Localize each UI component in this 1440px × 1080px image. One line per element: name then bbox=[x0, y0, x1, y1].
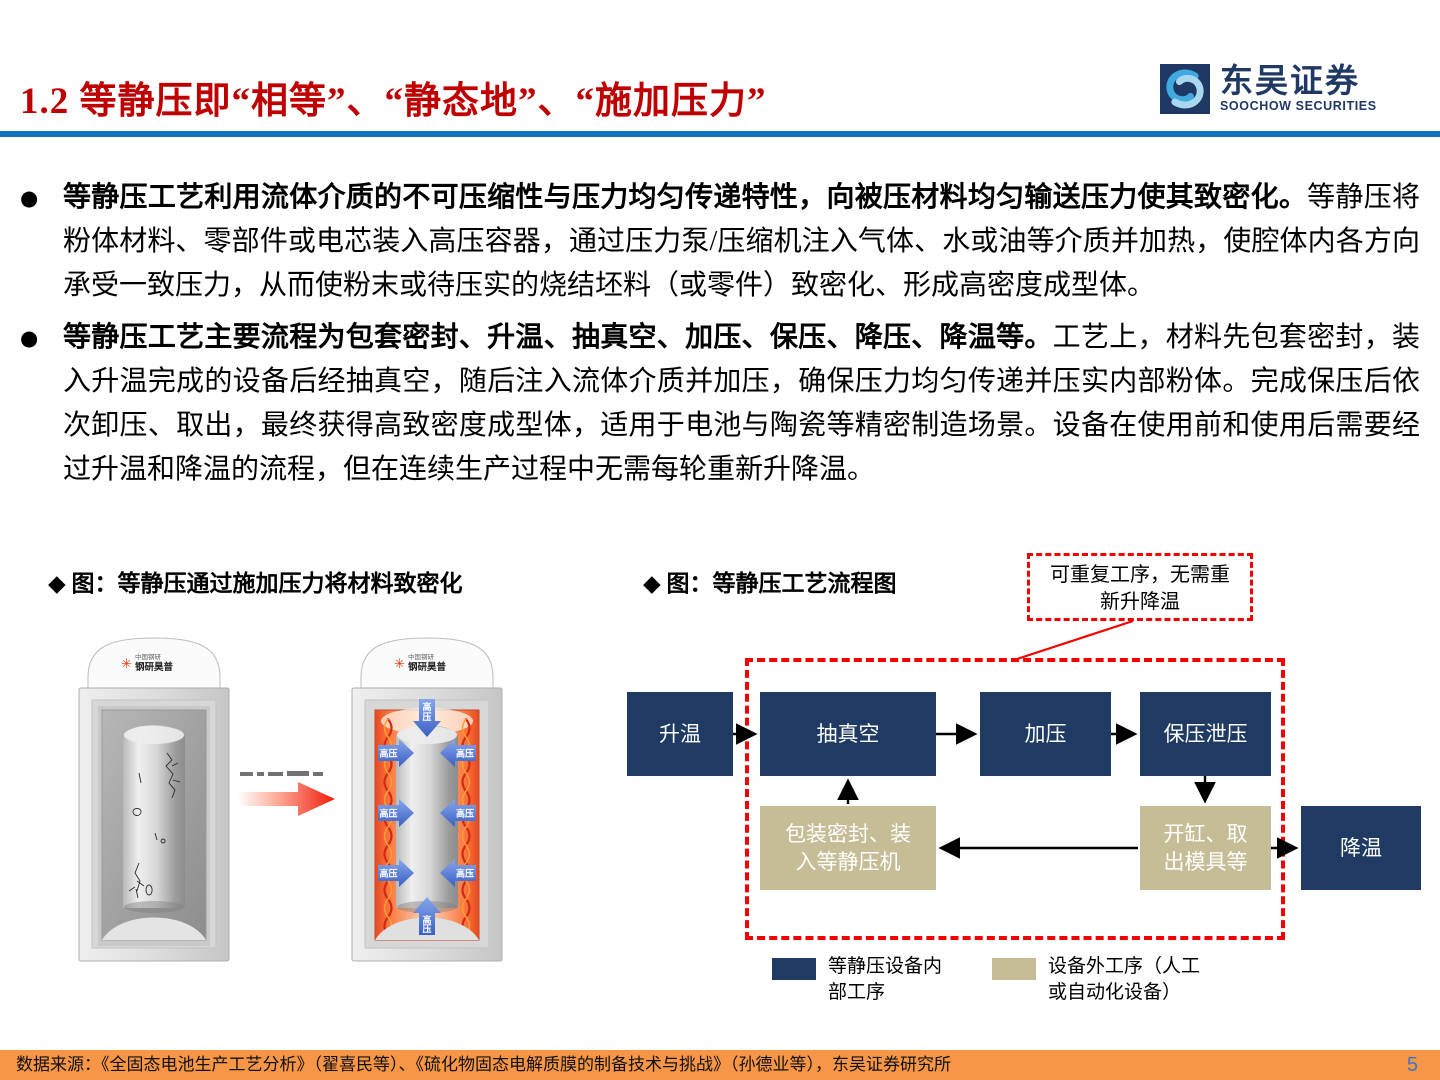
chamber-dome bbox=[360, 637, 494, 690]
header-divider bbox=[0, 131, 1440, 137]
flow-node-open-remove: 开缸、取出模具等 bbox=[1140, 806, 1271, 890]
machine-brand-small: 中国钢研 bbox=[135, 652, 162, 661]
pressure-arrow-left-icon: 高压 bbox=[440, 739, 476, 767]
page-number: 5 bbox=[1406, 1054, 1418, 1076]
bullet-lead: 等静压工艺利用流体介质的不可压缩性与压力均匀传递特性，向被压材料均匀输送压力使其… bbox=[63, 182, 1308, 213]
soochow-logo-icon bbox=[1160, 64, 1210, 114]
flow-node-pack-seal: 包装密封、装入等静压机 bbox=[760, 806, 936, 890]
pressure-arrow-right-icon: 高压 bbox=[378, 739, 414, 767]
flow-node-label: 降温 bbox=[1340, 836, 1382, 860]
svg-text:高压: 高压 bbox=[380, 748, 398, 759]
pressure-arrow-up-icon: 高 压 bbox=[413, 897, 441, 935]
machine-brand: ✳ 中国钢研 钢研昊普 bbox=[394, 652, 447, 673]
pressure-chamber-pressing: ✳ 中国钢研 钢研昊普 高 压 高 bbox=[351, 637, 503, 962]
repeatable-process-zone bbox=[745, 658, 1285, 940]
svg-text:压: 压 bbox=[422, 712, 431, 722]
legend-in-machine: 等静压设备内部工序 bbox=[772, 954, 960, 1006]
page-title: 1.2 等静压即“相等”、“静态地”、“施加压力” bbox=[20, 81, 767, 122]
red-arrow bbox=[238, 782, 335, 816]
machine-brand-large: 钢研昊普 bbox=[408, 661, 447, 673]
flow-node-cool-down: 降温 bbox=[1301, 806, 1421, 890]
legend-label: 等静压设备内部工序 bbox=[828, 956, 943, 1003]
bullet-icon: ● bbox=[20, 186, 39, 210]
bullet-icon: ● bbox=[20, 326, 39, 350]
soochow-logo: 东吴证券 SOOCHOW SECURITIES bbox=[1160, 64, 1377, 114]
svg-text:高: 高 bbox=[422, 701, 431, 712]
figure-caption-right: ◆ 图：等静压工艺流程图 bbox=[643, 571, 897, 596]
machine-brand-icon: ✳ bbox=[121, 656, 132, 671]
bullet-body: 等静压将粉体材料、零部件或电芯装入高压容器，通过压力泵/压缩机注入气体、水或油等… bbox=[63, 182, 1420, 301]
svg-text:高压: 高压 bbox=[380, 868, 398, 879]
legend-swatch-tan bbox=[992, 958, 1036, 980]
body-text: ● 等静压工艺利用流体介质的不可压缩性与压力均匀传递特性，向被压材料均匀输送压力… bbox=[20, 176, 1420, 500]
annotation-text: 可重复工序，无需重新升降温 bbox=[1050, 564, 1230, 613]
svg-text:高: 高 bbox=[422, 914, 431, 925]
logo-text: 东吴证券 SOOCHOW SECURITIES bbox=[1220, 62, 1377, 114]
bullet-lead: 等静压工艺主要流程为包套密封、升温、抽真空、加压、保压、降压、降温等。 bbox=[63, 322, 1053, 353]
paragraph-text: 等静压工艺利用流体介质的不可压缩性与压力均匀传递特性，向被压材料均匀输送压力使其… bbox=[63, 176, 1420, 308]
densify-arrow-icon bbox=[238, 771, 335, 816]
flow-node-label: 保压泄压 bbox=[1163, 722, 1248, 746]
bullet-paragraph-2: ● 等静压工艺主要流程为包套密封、升温、抽真空、加压、保压、降压、降温等。工艺上… bbox=[20, 316, 1420, 492]
machine-brand-large: 钢研昊普 bbox=[135, 661, 174, 673]
pressure-chamber-before: ✳ 中国钢研 钢研昊普 bbox=[78, 637, 230, 962]
logo-brand-en: SOOCHOW SECURITIES bbox=[1220, 99, 1377, 113]
bullet-paragraph-1: ● 等静压工艺利用流体介质的不可压缩性与压力均匀传递特性，向被压材料均匀输送压力… bbox=[20, 176, 1420, 308]
cracked-cylinder bbox=[123, 725, 185, 913]
cavity-floor bbox=[102, 917, 206, 940]
pressure-arrow-down-icon: 高 压 bbox=[413, 699, 441, 737]
flow-node-vacuum: 抽真空 bbox=[760, 692, 936, 776]
flow-node-label: 开缸、取出模具等 bbox=[1163, 822, 1248, 874]
pressure-arrow-right-icon: 高压 bbox=[378, 859, 414, 887]
flow-node-label: 升温 bbox=[659, 722, 701, 746]
machine-brand-icon: ✳ bbox=[394, 656, 405, 671]
legend-swatch-navy bbox=[772, 958, 816, 980]
logo-brand-cn: 东吴证券 bbox=[1220, 62, 1360, 99]
pressure-arrow-left-icon: 高压 bbox=[440, 799, 476, 827]
dense-cylinder bbox=[396, 725, 458, 913]
flow-node-label: 包装密封、装入等静压机 bbox=[785, 822, 911, 874]
chamber-dome bbox=[87, 637, 221, 690]
footer-bar: 数据来源：《全固态电池生产工艺分析》（翟喜民等）、《硫化物固态电解质膜的制备技术… bbox=[0, 1050, 1440, 1080]
svg-text:高压: 高压 bbox=[380, 808, 398, 819]
flow-node-label: 加压 bbox=[1024, 722, 1067, 746]
legend-label: 设备外工序（人工或自动化设备） bbox=[1048, 956, 1201, 1003]
svg-text:高压: 高压 bbox=[456, 868, 474, 879]
machine-brand: ✳ 中国钢研 钢研昊普 bbox=[121, 652, 174, 673]
svg-text:压: 压 bbox=[422, 924, 431, 934]
flow-node-hold-release: 保压泄压 bbox=[1140, 692, 1271, 776]
pressure-arrow-left-icon: 高压 bbox=[440, 859, 476, 887]
crack-marks bbox=[128, 752, 181, 899]
figure-caption-left: ◆ 图：等静压通过施加压力将材料致密化 bbox=[48, 571, 463, 596]
flow-node-pressurize: 加压 bbox=[980, 692, 1111, 776]
annotation-box: 可重复工序，无需重新升降温 bbox=[1027, 553, 1253, 621]
machine-brand-small: 中国钢研 bbox=[408, 652, 435, 661]
svg-text:高压: 高压 bbox=[456, 808, 474, 819]
pressure-arrow-right-icon: 高压 bbox=[378, 799, 414, 827]
bullet-body: 工艺上，材料先包套密封，装入升温完成的设备后经抽真空，随后注入流体介质并加压，确… bbox=[63, 322, 1420, 485]
legend-outside-machine: 设备外工序（人工或自动化设备） bbox=[992, 954, 1208, 1006]
pressure-arrows: 高 压 高 压 高压 高压 高压 高压 bbox=[378, 699, 476, 935]
flow-node-heat-up: 升温 bbox=[627, 692, 733, 776]
paragraph-text: 等静压工艺主要流程为包套密封、升温、抽真空、加压、保压、降压、降温等。工艺上，材… bbox=[63, 316, 1420, 492]
svg-text:高压: 高压 bbox=[456, 748, 474, 759]
flow-node-label: 抽真空 bbox=[816, 722, 880, 746]
blurred-dashes bbox=[240, 771, 323, 776]
data-source: 数据来源：《全固态电池生产工艺分析》（翟喜民等）、《硫化物固态电解质膜的制备技术… bbox=[16, 1055, 951, 1074]
